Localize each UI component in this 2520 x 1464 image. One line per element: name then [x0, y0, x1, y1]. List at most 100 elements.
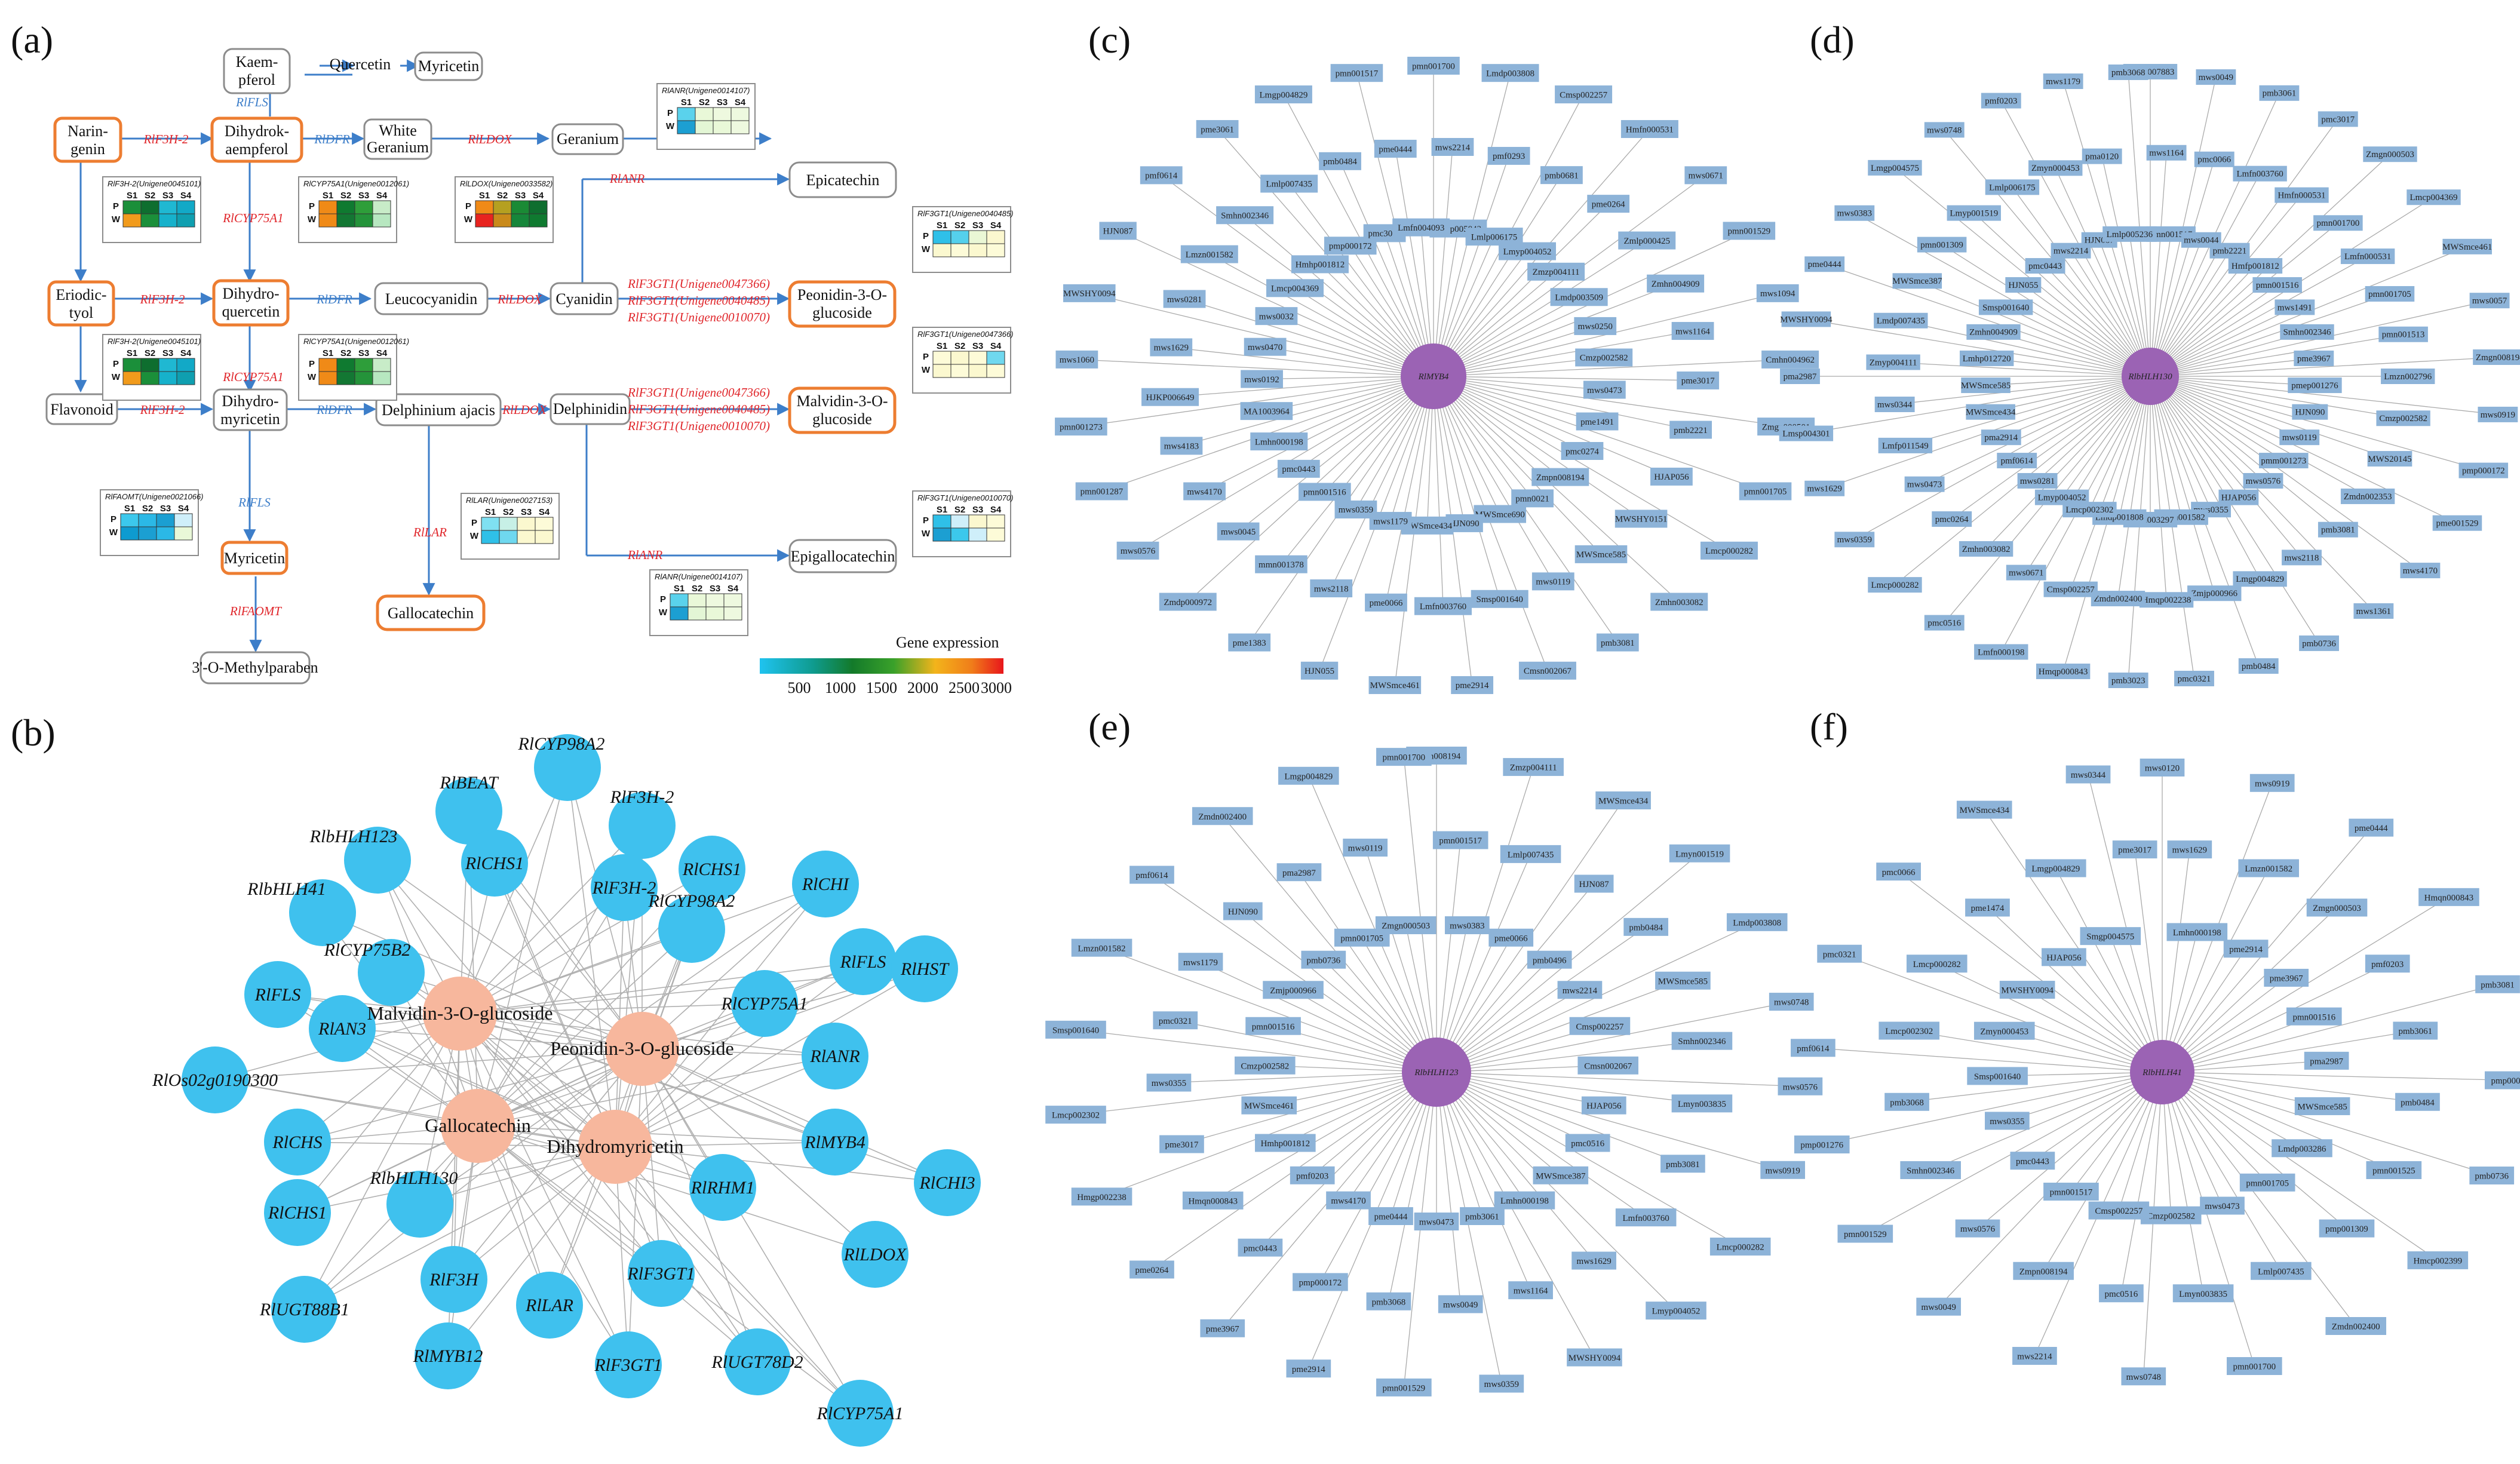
metabolite-box: Zmpn008194 — [1531, 468, 1589, 486]
metabolite-box-label: Smsp001640 — [1477, 595, 1523, 604]
metabolite-box: pmf0614 — [1129, 865, 1174, 884]
gene-label: RlF3H — [429, 1270, 480, 1290]
metabolite-box-bg — [1141, 388, 1199, 406]
star-edge — [1118, 230, 1434, 377]
metabolite-box-label: mws0383 — [1450, 922, 1484, 931]
metabolite-box-label: pme3967 — [2270, 974, 2303, 984]
metabolite-box: mws2214 — [1431, 138, 1474, 156]
star-edge — [2162, 984, 2498, 1073]
gene-circle — [420, 1246, 487, 1313]
heatmap-cell — [950, 243, 969, 257]
metabolite-box: mmn001378 — [1255, 555, 1307, 573]
metabolite-box-bg — [1739, 482, 1792, 501]
metabolite-box-label: Cmsn002067 — [1524, 667, 1572, 676]
metabolite-box: Hmcp002399 — [2407, 1251, 2469, 1269]
star-edge — [1436, 1072, 1741, 1247]
metabolite-box-bg — [2025, 859, 2086, 877]
star-edge — [1433, 376, 1787, 427]
heatmap-cell — [705, 593, 725, 607]
metabolite-box: Lmhn000198 — [2166, 923, 2228, 941]
heatmap-row-label: P — [113, 359, 119, 369]
star-edge — [1433, 376, 1500, 599]
gene-node: RlF3GT1 — [627, 1240, 695, 1307]
metabolite-box-label: mws0119 — [1348, 844, 1383, 854]
metabolite-box-bg — [1153, 1011, 1198, 1030]
heatmap-col-label: S4 — [180, 191, 192, 201]
gene-node: RlMYB4 — [802, 1109, 868, 1176]
star-edge — [1331, 376, 1434, 589]
heatmap-cell — [932, 230, 951, 244]
svg-text:Delphinidin: Delphinidin — [553, 400, 627, 418]
metabolite-box-label: Lmlp007435 — [1508, 850, 1554, 860]
metabolite-box-bg — [1655, 971, 1711, 990]
star-edge — [1436, 1072, 1683, 1164]
metabolite-box-label: pmc0516 — [1927, 618, 1961, 628]
metabolite-box-bg — [1183, 482, 1226, 501]
metabolite-box-label: MWSmce434 — [1960, 806, 2010, 815]
metabolite-box-label: Lmyn001519 — [1675, 849, 1724, 859]
gene-node: RlFLS — [244, 961, 311, 1028]
metabolite-box-label: pmb0736 — [1307, 956, 1341, 965]
heatmap-cell — [481, 517, 500, 531]
metabolite-box: mws0281 — [2017, 472, 2058, 489]
metabolite-box: Hmqp002238 — [2139, 592, 2194, 608]
metabolite-box-bg — [1366, 1292, 1411, 1310]
metabolite-box-bg — [1431, 138, 1474, 156]
metabolite-box: Lmcp002302 — [1045, 1106, 1106, 1124]
heatmap-cell — [122, 358, 142, 372]
metabolite-box-label: Zmjp000966 — [1270, 986, 1316, 996]
metabolite-box-bg — [1365, 593, 1407, 612]
metabolite-box-label: pmn001529 — [1383, 1383, 1426, 1393]
star-edge — [1433, 203, 1609, 377]
metabolite-box-bg — [2036, 663, 2091, 679]
metabolite-box: mws2118 — [1310, 579, 1353, 598]
metabolite-box-label: pmn001700 — [2233, 1362, 2276, 1372]
star-edge — [1319, 1072, 1437, 1282]
heatmap-cell — [968, 351, 987, 365]
metabolite-box: Hmhp001812 — [1255, 1134, 1316, 1152]
gene-node: RlCYP75A1 — [816, 1380, 904, 1447]
svg-text:Geranium: Geranium — [557, 130, 619, 148]
metabolite-box-bg — [1947, 205, 2001, 221]
star-edge — [2150, 376, 2215, 594]
metabolite-box: pme3017 — [1159, 1135, 1204, 1153]
metabolite-box-bg — [1481, 64, 1539, 82]
metabolite-box-label: Lmhn000198 — [1500, 1196, 1549, 1206]
metabolite-circle — [605, 1012, 679, 1086]
metabolite-box: pmf0203 — [2365, 954, 2410, 973]
heatmap-title: RlLDOX(Unigene0033582) — [460, 179, 553, 188]
star-nodes: Zmpn008194pmn001517mws0383Zmzp004111Lmlp… — [1045, 747, 1823, 1397]
node-cyanidin: Cyanidin — [550, 282, 619, 315]
metabolite-box: pme2914 — [1451, 676, 1494, 694]
metabolite-box: pmf0614 — [1997, 453, 2037, 469]
heatmap-title: RlCYP75A1(Unigene0012061) — [303, 179, 409, 188]
metabolite-box: Zmdn002400 — [1192, 807, 1253, 825]
heatmap-title: RlF3GT1(Unigene0040485) — [917, 209, 1013, 218]
star-edge — [1824, 263, 2151, 377]
metabolite-box-label: pmc0066 — [2197, 155, 2231, 165]
heatmap-cell — [511, 200, 530, 214]
network-edge — [615, 887, 625, 1147]
metabolite-box: mws0344 — [1874, 396, 1915, 412]
metabolite-box-bg — [2238, 658, 2279, 674]
metabolite-box: mws4170 — [1326, 1191, 1371, 1210]
heatmap-cell — [372, 358, 391, 372]
metabolite-box: mws1060 — [1055, 350, 1098, 369]
metabolite-box-bg — [2294, 350, 2334, 366]
heatmap-cell — [968, 243, 987, 257]
metabolite-box-bg — [1531, 468, 1589, 486]
star-edge — [1987, 907, 2163, 1073]
metabolite-box: pmn001517 — [1330, 64, 1383, 82]
metabolite-box-bg — [1879, 1021, 1940, 1040]
metabolite-box: pme3967 — [1200, 1319, 1245, 1337]
gene-node: RlANR — [802, 1023, 868, 1089]
metabolite-box-label: pmc0264 — [1935, 515, 1969, 524]
metabolite-box-bg — [2249, 774, 2295, 792]
metabolite-box: Lmdp003286 — [2272, 1139, 2332, 1158]
metabolite-box: Hmfp001812 — [2228, 258, 2283, 274]
node-delphinium-ajacis: Delphinium ajacis — [375, 393, 502, 426]
star-edge — [1388, 1072, 1437, 1302]
metabolite-box-bg — [2279, 429, 2320, 446]
metabolite-node: Malvidin-3-O-glucoside — [367, 977, 553, 1051]
